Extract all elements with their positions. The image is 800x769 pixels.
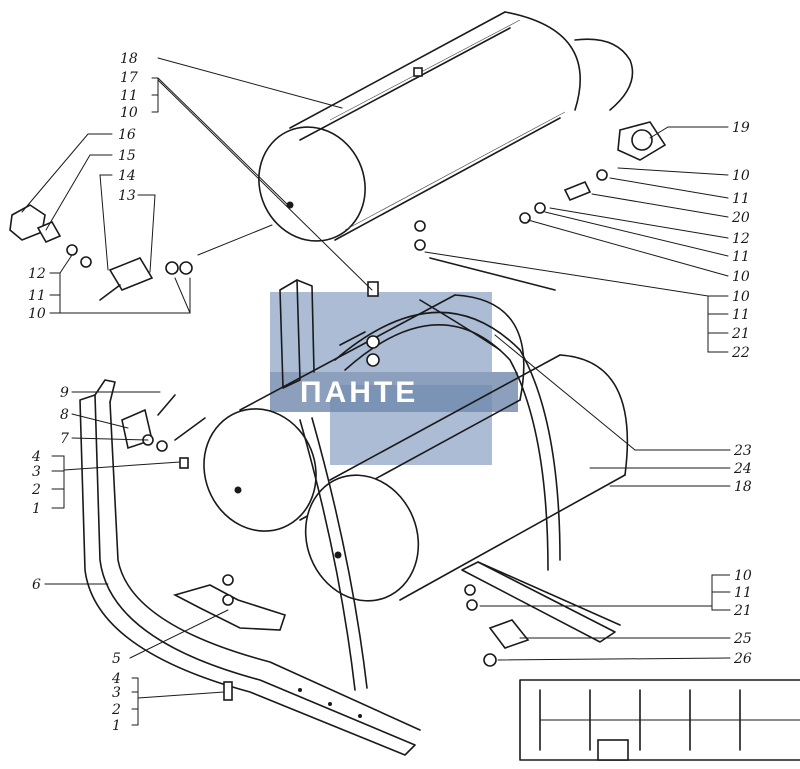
part-16-bracket bbox=[9, 204, 46, 241]
callout-10-top: 10 bbox=[120, 105, 138, 121]
callout-3-lower: 3 bbox=[112, 685, 121, 701]
callout-16: 16 bbox=[118, 127, 136, 143]
part-25-bracket bbox=[488, 619, 530, 649]
callout-1-lower: 1 bbox=[112, 718, 121, 734]
callout-11-right-c: 11 bbox=[732, 307, 750, 323]
callout-23: 23 bbox=[733, 443, 752, 459]
callout-2-lower: 2 bbox=[111, 702, 121, 718]
chassis-frame bbox=[519, 679, 800, 761]
callout-14: 14 bbox=[118, 168, 136, 184]
callout-26: 26 bbox=[733, 651, 752, 667]
callout-21-lower: 21 bbox=[733, 603, 752, 619]
left-frame-bracket bbox=[79, 379, 421, 756]
tank-straps bbox=[299, 299, 561, 691]
watermark-text: ПАНТЕ bbox=[300, 376, 418, 409]
part-14-drain-valve bbox=[99, 257, 154, 301]
callout-12-left: 12 bbox=[28, 266, 46, 282]
callout-6: 6 bbox=[32, 577, 41, 593]
callout-10-left: 10 bbox=[28, 306, 46, 322]
bolts-and-rods bbox=[157, 257, 556, 441]
callout-5: 5 bbox=[112, 651, 121, 667]
washers-and-nuts bbox=[66, 169, 608, 701]
upright-post bbox=[279, 279, 315, 389]
callout-18-lower: 18 bbox=[734, 479, 752, 495]
callout-11-right-b: 11 bbox=[732, 249, 750, 265]
part-20-connector bbox=[563, 180, 592, 202]
callout-10-right-c: 10 bbox=[732, 289, 750, 305]
callout-12-right: 12 bbox=[732, 231, 750, 247]
callout-1-upper: 1 bbox=[32, 501, 41, 517]
callout-11-left: 11 bbox=[28, 288, 46, 304]
callout-11-right-a: 11 bbox=[732, 191, 750, 207]
callout-11-top: 11 bbox=[120, 88, 138, 104]
lower-tank-front bbox=[304, 354, 629, 602]
callout-19: 19 bbox=[732, 120, 750, 136]
callout-8: 8 bbox=[60, 407, 69, 423]
callout-2-upper: 2 bbox=[31, 482, 41, 498]
callout-labels: 18 17 11 10 16 15 14 13 12 11 10 19 10 1… bbox=[28, 51, 752, 734]
part-5-bracket bbox=[172, 584, 287, 631]
callout-17: 17 bbox=[120, 70, 138, 86]
callout-10-lower: 10 bbox=[734, 568, 752, 584]
callout-10-right-a: 10 bbox=[732, 168, 750, 184]
callout-24: 24 bbox=[733, 461, 752, 477]
part-15-fitting bbox=[36, 220, 62, 244]
callout-21-upper: 21 bbox=[731, 326, 750, 342]
callout-4-lower: 4 bbox=[111, 671, 121, 687]
lower-frame-crossmember bbox=[461, 561, 621, 643]
leader-lines bbox=[21, 57, 731, 726]
callout-10-right-b: 10 bbox=[732, 269, 750, 285]
top-air-tank bbox=[258, 11, 634, 242]
callout-4-upper: 4 bbox=[31, 449, 41, 465]
watermark: ПАНТЕ bbox=[270, 292, 518, 465]
callout-22: 22 bbox=[731, 345, 750, 361]
callout-25: 25 bbox=[733, 631, 752, 647]
callout-18-top: 18 bbox=[120, 51, 138, 67]
callout-3-upper: 3 bbox=[32, 464, 41, 480]
callout-13: 13 bbox=[118, 188, 136, 204]
callout-20: 20 bbox=[731, 210, 750, 226]
part-19-valve bbox=[617, 121, 667, 161]
callout-11-lower: 11 bbox=[734, 585, 752, 601]
callout-7: 7 bbox=[60, 431, 69, 447]
callout-9: 9 bbox=[60, 385, 69, 401]
callout-15: 15 bbox=[118, 148, 136, 164]
